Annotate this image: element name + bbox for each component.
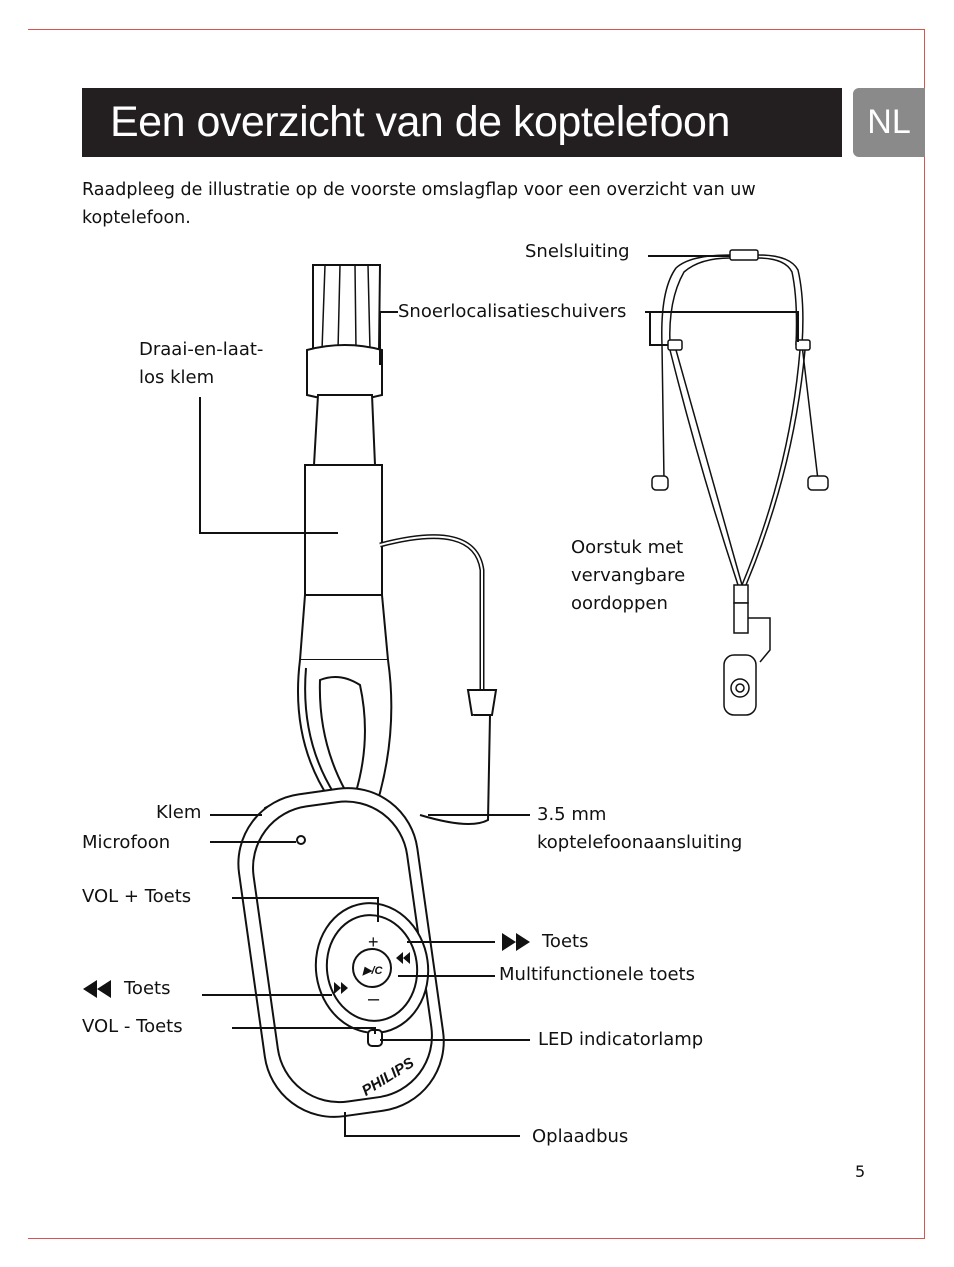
leader-snoer <box>645 311 799 346</box>
label-aansluiting-line2: koptelefoonaansluiting <box>537 832 743 853</box>
label-forward: Toets <box>542 931 589 952</box>
label-multifunctionele: Multifunctionele toets <box>499 964 695 985</box>
crop-line-right <box>924 29 925 1239</box>
intro-text: Raadpleeg de illustratie op de voorste o… <box>82 180 756 228</box>
leader-snoer-clip <box>379 311 398 365</box>
vol-plus-icon: + <box>368 932 379 952</box>
leader-draai <box>199 397 338 534</box>
leader-vol-min <box>232 1027 376 1034</box>
leader-oplaadbus <box>344 1112 520 1137</box>
language-tab: NL <box>853 88 925 157</box>
label-vol-min: VOL - Toets <box>82 1016 183 1037</box>
vol-minus-icon: – <box>368 988 380 1010</box>
label-snoerlocalisatieschuivers: Snoerlocalisatieschuivers <box>398 301 627 322</box>
crop-line-top <box>28 29 924 30</box>
crop-line-bottom <box>28 1238 924 1239</box>
label-klem: Klem <box>156 802 202 823</box>
page-title: Een overzicht van de koptelefoon <box>110 98 730 146</box>
play-call-icon: ▶/C <box>362 965 384 977</box>
rewind-mini-icon <box>334 982 348 994</box>
label-rewind: Toets <box>124 978 171 999</box>
label-led: LED indicatorlamp <box>538 1029 704 1050</box>
page-title-bar: Een overzicht van de koptelefoon <box>82 88 842 157</box>
leader-vol-plus <box>232 897 379 922</box>
forward-icon <box>502 933 530 951</box>
rewind-icon <box>83 980 111 998</box>
label-oorstuk-line3: oordoppen <box>571 593 668 614</box>
label-microfoon: Microfoon <box>82 832 171 853</box>
label-vol-plus: VOL + Toets <box>82 886 192 907</box>
label-aansluiting-line1: 3.5 mm <box>537 804 607 825</box>
forward-mini-icon <box>396 952 410 964</box>
page-number: 5 <box>855 1162 866 1181</box>
label-oorstuk-line2: vervangbare <box>571 565 686 586</box>
label-snelsluiting: Snelsluiting <box>525 241 630 262</box>
label-oorstuk-line1: Oorstuk met <box>571 537 684 558</box>
label-draai-line2: los klem <box>139 367 215 388</box>
label-draai-line1: Draai-en-laat- <box>139 339 264 360</box>
label-oplaadbus: Oplaadbus <box>532 1126 629 1147</box>
